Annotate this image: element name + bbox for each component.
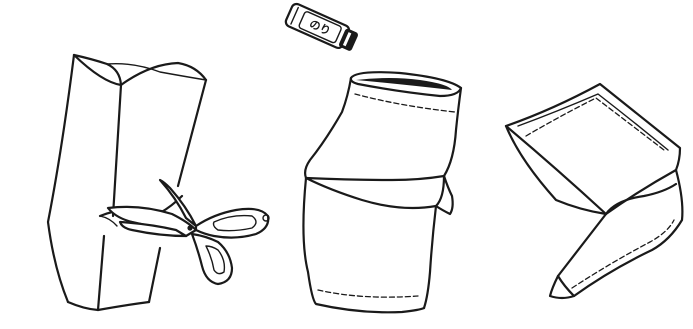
step1-milk-carton: [48, 55, 206, 310]
glue-stick-icon: のり: [284, 2, 360, 53]
finished-pouch-icon: [506, 84, 682, 298]
pouch-with-pocket-icon: [303, 72, 461, 312]
scissors-icon: [108, 180, 269, 284]
